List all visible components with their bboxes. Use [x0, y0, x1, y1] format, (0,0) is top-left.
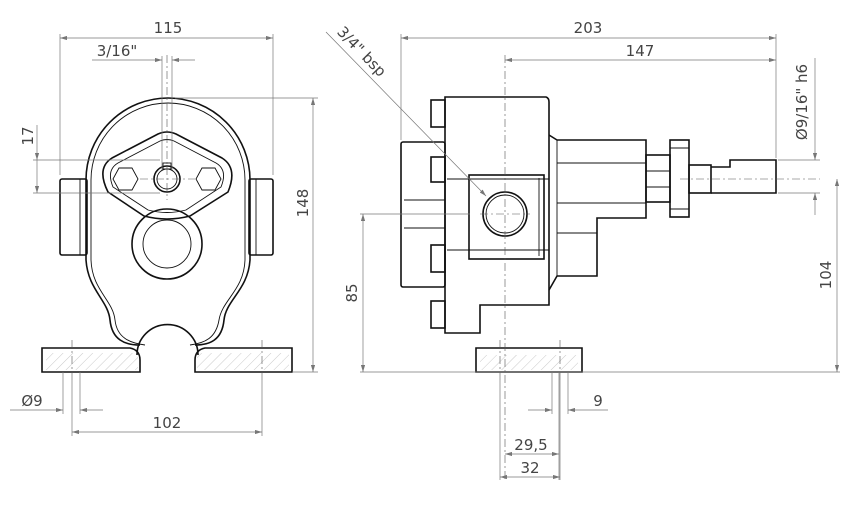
dim-85: 85 [343, 283, 361, 302]
rear-cover [400, 141, 446, 288]
dim-shaft-diameter: Ø9/16" h6 [793, 64, 811, 140]
label-port-thread: 3/4" bsp [333, 23, 389, 81]
bearing-housing [548, 134, 647, 291]
pump-body-outline [85, 97, 251, 346]
front-view: 115 3/16" 17 148 Ø9 102 [10, 19, 318, 436]
dim-148: 148 [294, 189, 312, 218]
dim-29-5: 29,5 [514, 436, 547, 454]
dim-9: 9 [593, 392, 603, 410]
dim-102: 102 [153, 414, 182, 432]
base-plate [41, 323, 293, 380]
hex-nut-right [195, 167, 222, 191]
left-port [59, 178, 88, 256]
dim-115: 115 [154, 19, 183, 37]
right-port [248, 178, 274, 256]
gear-plate [102, 131, 233, 220]
pump-housing [444, 96, 550, 334]
dim-32: 32 [520, 459, 539, 477]
dim-104: 104 [817, 261, 835, 290]
port-thread [482, 191, 528, 237]
dim-203: 203 [574, 19, 603, 37]
drive-shaft [711, 159, 777, 194]
seal-housing [645, 154, 671, 203]
dim-3-16: 3/16" [97, 42, 138, 60]
dim-17: 17 [19, 126, 37, 145]
lifting-ring [131, 208, 203, 280]
dim-diameter-9: Ø9 [21, 392, 42, 410]
port-leader-line [325, 31, 487, 197]
hex-nut-left [112, 167, 139, 191]
port-block [468, 174, 545, 260]
shaft-collar [688, 164, 712, 194]
side-view: 203 147 3/4" bsp Ø9/16" h6 104 85 9 29,5… [325, 19, 840, 480]
dim-147: 147 [626, 42, 655, 60]
locking-nut [669, 139, 690, 218]
